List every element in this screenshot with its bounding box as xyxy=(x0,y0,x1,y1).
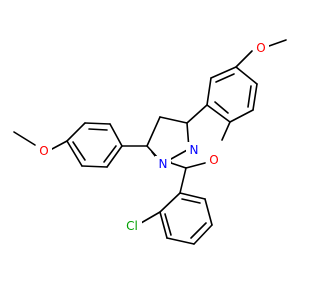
bond xyxy=(247,85,252,108)
bonds xyxy=(13,39,287,245)
bond xyxy=(186,104,208,124)
bond xyxy=(72,141,86,161)
bond xyxy=(179,167,187,194)
bond xyxy=(164,213,172,236)
bond xyxy=(66,140,83,167)
atom-o-methoxy-right: O xyxy=(256,41,265,55)
bond xyxy=(214,101,229,114)
bond xyxy=(229,109,254,123)
atom-chlorine: Cl xyxy=(126,219,138,233)
bond xyxy=(235,50,253,68)
bond xyxy=(81,165,108,168)
bond xyxy=(88,128,108,131)
bond xyxy=(235,66,258,85)
bond xyxy=(181,198,201,204)
bond xyxy=(103,145,117,163)
bond xyxy=(51,140,68,150)
atom-n-left: N xyxy=(159,157,168,171)
atom-labels: O O O N N Cl xyxy=(36,40,269,234)
bond xyxy=(215,73,235,83)
bond xyxy=(190,222,207,239)
bond xyxy=(106,145,123,168)
atom-n-right: N xyxy=(190,143,199,157)
bond xyxy=(185,162,206,169)
bond xyxy=(179,192,206,200)
bond xyxy=(206,77,212,106)
bond xyxy=(210,66,237,79)
bond xyxy=(166,237,195,245)
bond xyxy=(204,198,213,226)
bond xyxy=(159,116,188,124)
bond xyxy=(13,131,36,146)
bond xyxy=(66,122,86,142)
bond xyxy=(84,122,111,125)
bond xyxy=(109,123,123,147)
bond xyxy=(170,162,187,169)
atom-o-methoxy-left: O xyxy=(39,144,48,158)
bond xyxy=(268,39,287,47)
bond xyxy=(252,83,258,111)
bond xyxy=(146,116,161,147)
bond xyxy=(159,192,181,213)
bond xyxy=(221,121,231,141)
bond xyxy=(159,211,168,239)
bond xyxy=(140,211,161,224)
bond xyxy=(206,104,231,123)
bond xyxy=(193,224,213,245)
molecule-structure-diagram: O O O N N Cl xyxy=(13,39,287,245)
atom-o-ring: O xyxy=(209,153,218,167)
